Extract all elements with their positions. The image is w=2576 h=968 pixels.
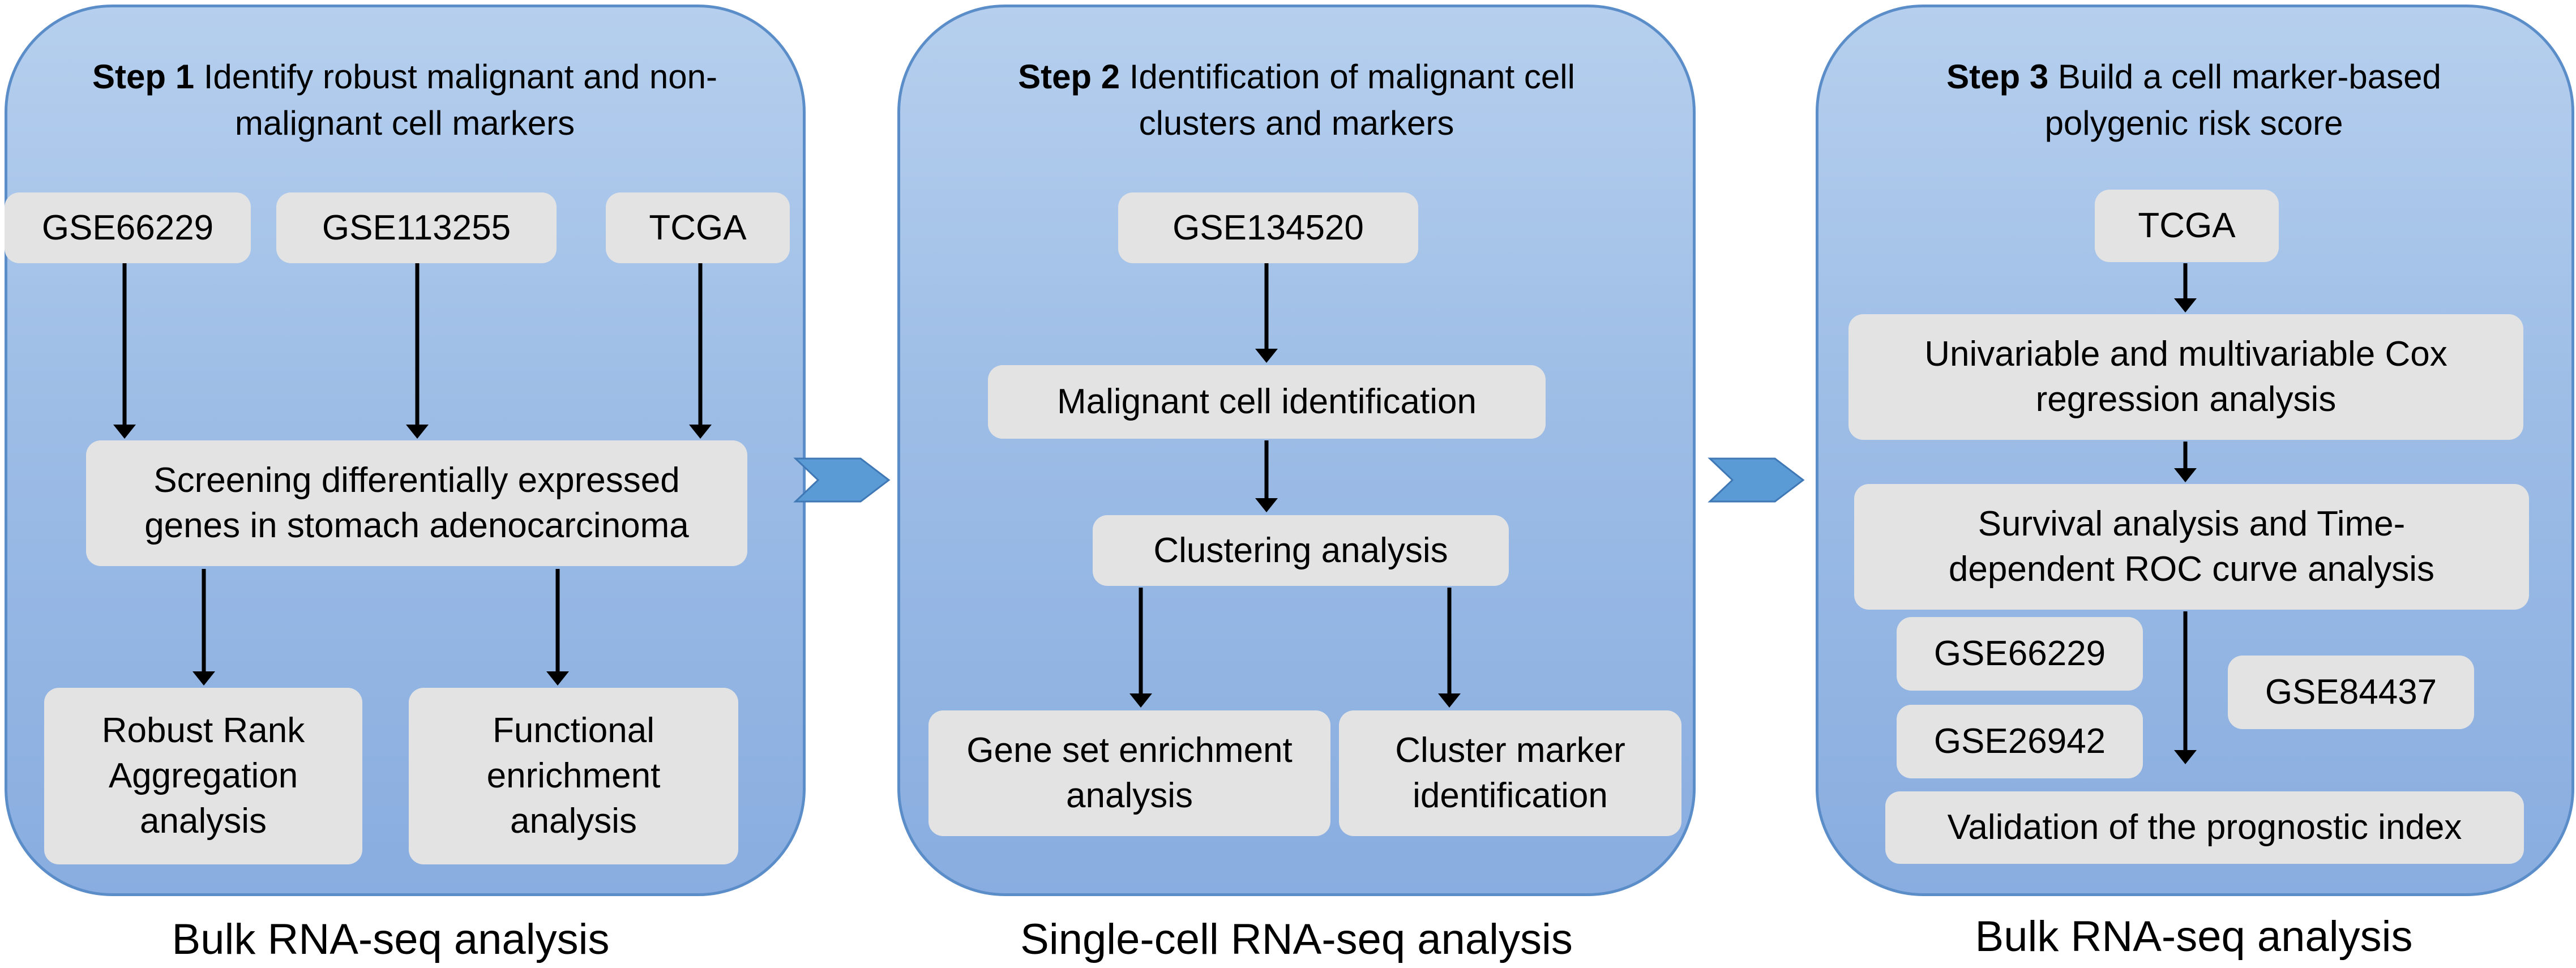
step1-functional-box: Functional enrichment analysis <box>409 688 738 864</box>
step2-title: Step 2 Identification of malignant cell … <box>962 54 1631 147</box>
step3-source-tcga: TCGA <box>2095 190 2279 262</box>
step2-gsea-box: Gene set enrichment analysis <box>928 710 1330 836</box>
step3-validation-box: Validation of the prognostic index <box>1885 791 2524 864</box>
step3-validation-gse66229: GSE66229 <box>1897 617 2143 691</box>
step2-malignant-box: Malignant cell identification <box>988 365 1546 439</box>
step3-validation-gse84437: GSE84437 <box>2228 656 2474 729</box>
step1-title: Step 1 Identify robust malignant and non… <box>57 54 753 147</box>
step1-label: Step 1 <box>92 58 195 96</box>
step2-caption: Single-cell RNA-seq analysis <box>1020 915 1573 963</box>
step3-label: Step 3 <box>1946 58 2049 96</box>
step1-source-tcga: TCGA <box>606 192 790 263</box>
step3-caption: Bulk RNA-seq analysis <box>1975 913 2413 961</box>
chevron-step2-to-step3 <box>1708 457 1805 503</box>
step2-source-gse134520: GSE134520 <box>1118 192 1418 263</box>
step3-cox-box: Univariable and multivariable Cox regres… <box>1848 314 2523 440</box>
step1-title-text: Identify robust malignant and non-malign… <box>194 58 717 142</box>
step3-survival-box: Survival analysis and Time-dependent ROC… <box>1854 484 2529 610</box>
step2-label: Step 2 <box>1018 58 1120 96</box>
step2-clustering-box: Clustering analysis <box>1093 515 1509 586</box>
step1-source-gse113255: GSE113255 <box>276 192 557 263</box>
step1-rra-box: Robust Rank Aggregation analysis <box>44 688 362 864</box>
step2-title-text: Identification of malignant cell cluster… <box>1120 58 1575 142</box>
step2-cluster-marker-box: Cluster marker identification <box>1339 710 1681 836</box>
step1-screening-box: Screening differentially expressed genes… <box>86 440 747 566</box>
step3-validation-gse26942: GSE26942 <box>1897 705 2143 778</box>
step3-title: Step 3 Build a cell marker-based polygen… <box>1885 54 2502 147</box>
step1-source-gse66229: GSE66229 <box>5 192 251 263</box>
step3-title-text: Build a cell marker-based polygenic risk… <box>2044 58 2441 142</box>
step1-caption: Bulk RNA-seq analysis <box>172 915 610 963</box>
chevron-step1-to-step2 <box>793 457 891 503</box>
